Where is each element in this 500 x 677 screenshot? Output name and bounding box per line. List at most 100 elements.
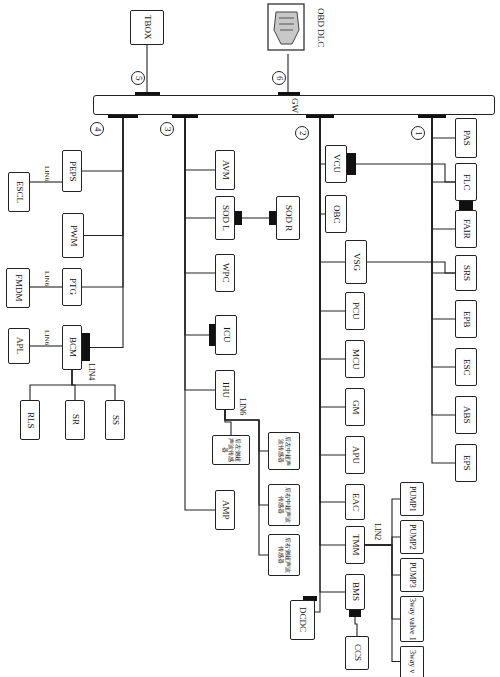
node-label: FAIR bbox=[462, 219, 471, 239]
node-label: GM bbox=[351, 400, 360, 415]
node-label: PWM bbox=[69, 225, 78, 247]
node-label: SS bbox=[111, 415, 120, 425]
node-label: TBOX bbox=[143, 15, 152, 40]
bus-line bbox=[320, 115, 345, 262]
node-label: TMM bbox=[351, 534, 360, 556]
thick-connector bbox=[269, 211, 276, 225]
edge-label: LIN6 bbox=[43, 330, 50, 345]
node-label: 3way valve 1 bbox=[408, 598, 416, 641]
ecu-box: PAS bbox=[455, 118, 477, 158]
bus-line bbox=[432, 115, 455, 367]
bus-line bbox=[315, 115, 320, 612]
ecu-box: PEPS bbox=[62, 150, 82, 192]
node-label: PUMP3 bbox=[408, 562, 416, 588]
node-label: SOD R bbox=[284, 205, 293, 231]
bus-line bbox=[82, 115, 123, 348]
bus-line bbox=[82, 115, 123, 171]
node-label: SRS bbox=[462, 265, 471, 281]
bus-line bbox=[185, 115, 215, 218]
node-label: ABS bbox=[462, 406, 471, 424]
bus-line bbox=[432, 115, 455, 182]
node-label: SOD L bbox=[221, 205, 230, 231]
node-label: VCU bbox=[332, 154, 341, 173]
label-text: 4 bbox=[93, 127, 102, 132]
ecu-box: 3way v bbox=[400, 646, 424, 677]
node-label: FLC bbox=[462, 174, 471, 191]
node-label: PCU bbox=[351, 302, 360, 320]
bus-line bbox=[185, 115, 215, 273]
node-label: AMP bbox=[221, 500, 230, 520]
ecu-box: BCM bbox=[62, 325, 82, 370]
label-text: LIN2 bbox=[373, 523, 381, 540]
thick-connector bbox=[235, 211, 242, 225]
bus-line bbox=[367, 262, 455, 273]
bus-line bbox=[365, 545, 400, 619]
edge-label: LIN6 bbox=[43, 271, 50, 286]
node-label: EPS bbox=[462, 455, 471, 471]
ecu-box: AVM bbox=[215, 150, 235, 190]
ecu-box: 3way valve 1 bbox=[400, 596, 424, 642]
bus-line bbox=[225, 410, 268, 555]
label-text: 2 bbox=[298, 131, 307, 136]
ecu-box: VSG bbox=[345, 240, 367, 284]
label-text: 3 bbox=[163, 127, 172, 132]
bus-line bbox=[365, 499, 400, 545]
label-text: LIN6 bbox=[238, 398, 246, 415]
bus-line bbox=[185, 115, 215, 390]
edge-label: LIN6 bbox=[43, 166, 50, 181]
ecu-box: PCU bbox=[345, 292, 365, 330]
node-label: WPC bbox=[221, 263, 230, 283]
ecu-box: SS bbox=[105, 400, 125, 440]
ultrasonic-sensor-box: 后左中超声波传感器 bbox=[268, 432, 300, 470]
bus-name: LIN6 bbox=[237, 396, 247, 418]
label-text: 6 bbox=[275, 76, 284, 81]
node-label: PUMP1 bbox=[408, 486, 416, 512]
node-label: PEPS bbox=[68, 161, 77, 182]
bus-line bbox=[432, 115, 455, 415]
ecu-box: MCU bbox=[345, 340, 365, 378]
node-label: PUMP2 bbox=[408, 524, 416, 550]
bus-line bbox=[347, 164, 455, 182]
callout-number: 2 bbox=[295, 126, 309, 140]
bus-line bbox=[30, 181, 62, 182]
callout-number: 3 bbox=[160, 122, 174, 136]
node-label: BMS bbox=[351, 582, 360, 601]
ecu-box: EPB bbox=[455, 300, 477, 338]
bus-line bbox=[320, 115, 345, 592]
label-text: 5 bbox=[134, 76, 143, 81]
ecu-box: VCU bbox=[325, 145, 347, 183]
ecu-box: SR bbox=[65, 400, 85, 440]
ecu-box: WPC bbox=[215, 254, 235, 292]
ecu-box: FMDM bbox=[6, 268, 30, 308]
obd-plug-illustration bbox=[274, 12, 299, 44]
ecu-box: PTG bbox=[62, 268, 82, 306]
ecu-box: OBC bbox=[325, 195, 347, 233]
node-label: ICU bbox=[222, 327, 231, 343]
ecu-box: PUMP2 bbox=[400, 520, 424, 554]
node-label: APU bbox=[351, 446, 360, 464]
bus-line bbox=[30, 286, 62, 287]
bus-name: LIN4 bbox=[86, 360, 96, 384]
ecu-box: APL bbox=[8, 328, 30, 364]
ecu-box: ESC bbox=[455, 348, 477, 386]
bus-line bbox=[225, 410, 231, 435]
node-label: OBC bbox=[332, 205, 341, 224]
bus-line bbox=[432, 115, 455, 463]
ecu-box: ESCL bbox=[8, 172, 30, 212]
ecu-box: BMS bbox=[345, 574, 365, 610]
callout-number: 5 bbox=[131, 71, 145, 85]
callout-number: 4 bbox=[90, 122, 104, 136]
node-label: RLS bbox=[26, 412, 35, 429]
bus-line bbox=[287, 54, 288, 95]
node-label: IHU bbox=[221, 382, 230, 398]
bus-line bbox=[432, 115, 455, 319]
ecu-box: APU bbox=[345, 436, 365, 474]
ecu-box: IHU bbox=[215, 370, 235, 410]
node-label: CCS bbox=[353, 644, 362, 661]
node-label: PAS bbox=[462, 130, 471, 146]
node-label: 后左侧超声波传感器 bbox=[221, 437, 242, 463]
node-label: ESCL bbox=[15, 181, 24, 203]
ecu-box: PUMP1 bbox=[400, 482, 424, 516]
ecu-box: SRS bbox=[455, 255, 477, 291]
node-label: BCM bbox=[68, 337, 77, 357]
